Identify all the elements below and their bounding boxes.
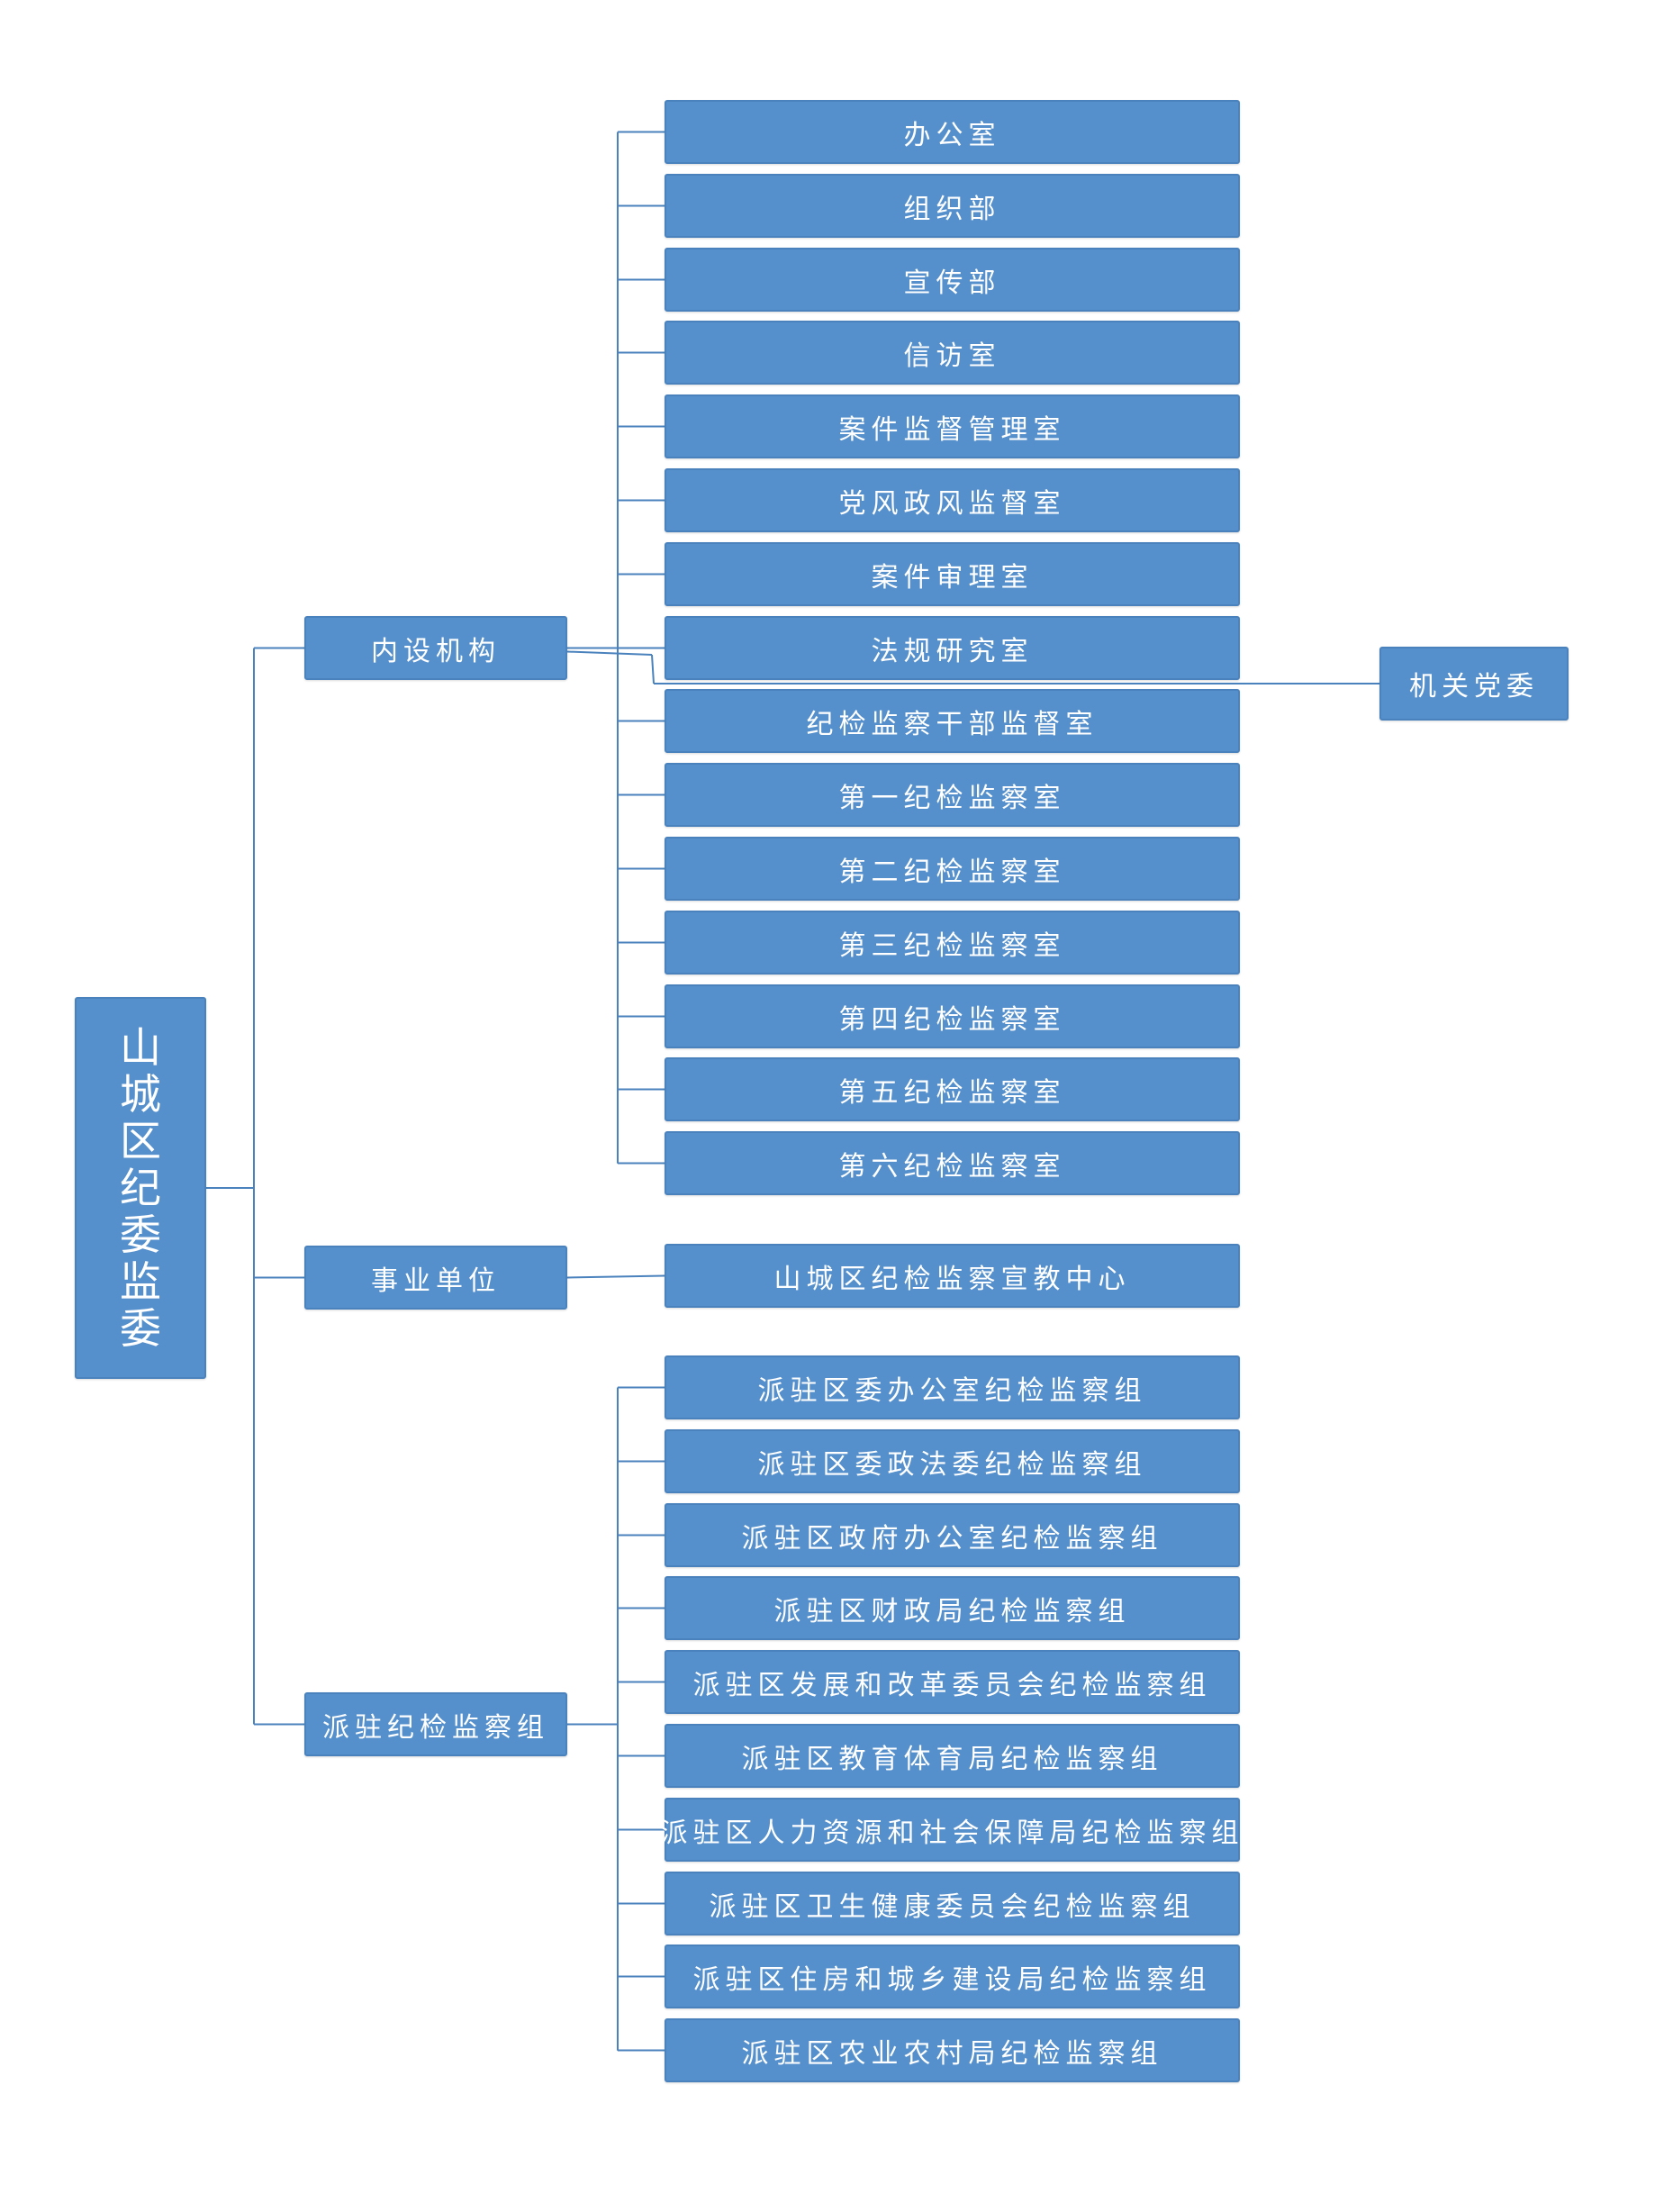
child-node: 办公室 [665, 100, 1240, 164]
child-node: 派驻区财政局纪检监察组 [665, 1576, 1240, 1640]
child-node: 派驻区人力资源和社会保障局纪检监察组 [661, 1798, 1240, 1862]
child-node: 第六纪检监察室 [665, 1131, 1240, 1195]
child-node: 派驻区卫生健康委员会纪检监察组 [665, 1872, 1240, 1936]
child-node: 第三纪检监察室 [665, 911, 1240, 975]
root-node-char: 委 [120, 1210, 161, 1259]
branch-node-1: 内设机构 [304, 616, 567, 680]
side-node: 机关党委 [1379, 647, 1569, 721]
child-node: 法规研究室 [665, 616, 1240, 680]
child-node: 派驻区发展和改革委员会纪检监察组 [665, 1650, 1240, 1714]
child-node: 第二纪检监察室 [665, 837, 1240, 901]
child-node: 组织部 [665, 174, 1240, 238]
child-node: 案件审理室 [665, 542, 1240, 606]
child-node: 派驻区教育体育局纪检监察组 [665, 1724, 1240, 1788]
child-node: 派驻区委办公室纪检监察组 [665, 1355, 1240, 1419]
side-connector-a [566, 650, 653, 656]
child-node: 党风政风监督室 [665, 468, 1240, 532]
child-connector [566, 1274, 665, 1279]
child-node: 案件监督管理室 [665, 394, 1240, 458]
root-node: 山城区纪委监委 [75, 997, 206, 1379]
child-node: 宣传部 [665, 248, 1240, 312]
child-node: 派驻区住房和城乡建设局纪检监察组 [665, 1945, 1240, 2008]
child-node: 山城区纪检监察宣教中心 [665, 1244, 1240, 1308]
side-connector-b [651, 654, 655, 684]
child-node: 派驻区农业农村局纪检监察组 [665, 2018, 1240, 2082]
child-node: 派驻区政府办公室纪检监察组 [665, 1503, 1240, 1567]
child-node: 第一纪检监察室 [665, 763, 1240, 827]
child-node: 第五纪检监察室 [665, 1057, 1240, 1121]
root-node-char: 委 [120, 1304, 161, 1353]
root-node-char: 监 [120, 1257, 161, 1306]
branch-node-3: 派驻纪检监察组 [304, 1692, 567, 1756]
root-node-char: 纪 [120, 1164, 161, 1212]
child-node: 信访室 [665, 321, 1240, 385]
root-node-char: 城 [120, 1070, 161, 1119]
branch-node-2: 事业单位 [304, 1246, 567, 1310]
root-node-char: 区 [120, 1117, 161, 1165]
child-node: 派驻区委政法委纪检监察组 [665, 1429, 1240, 1493]
child-node: 纪检监察干部监督室 [665, 689, 1240, 753]
root-node-char: 山 [120, 1023, 161, 1072]
child-node: 第四纪检监察室 [665, 984, 1240, 1048]
